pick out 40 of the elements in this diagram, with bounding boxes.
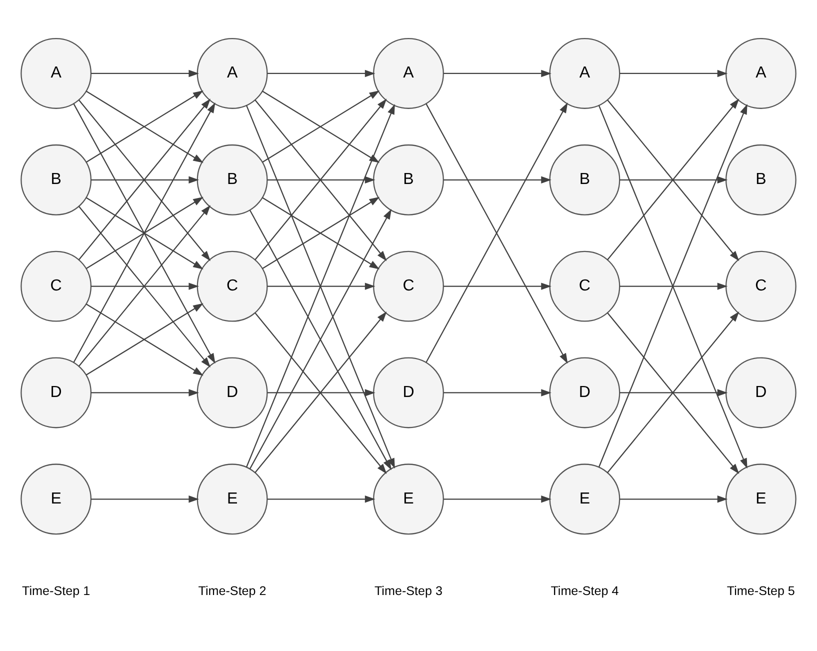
arrow	[267, 176, 376, 184]
label: Time-Step 5	[726, 584, 795, 598]
node-circle: C	[20, 250, 92, 322]
arrow	[444, 282, 552, 290]
node-circle: B	[20, 144, 92, 216]
label: Time-Step 1	[22, 584, 90, 598]
arrow	[444, 389, 552, 396]
arrow	[444, 496, 552, 503]
arrow	[91, 176, 200, 184]
arrow	[444, 70, 552, 78]
node-circle: D	[20, 357, 92, 428]
arrow	[620, 496, 728, 503]
node-circle: D	[373, 357, 444, 428]
arrow	[267, 496, 376, 503]
arrow	[91, 282, 200, 290]
node-circle: A	[20, 38, 92, 109]
arrow	[91, 389, 200, 396]
arrow	[620, 282, 728, 290]
node-circle: C	[549, 250, 620, 322]
label: Time-Step 2	[198, 584, 266, 598]
node-circle: D	[725, 357, 796, 428]
arrow	[620, 70, 728, 78]
arrow	[444, 176, 552, 184]
arrow	[620, 176, 728, 184]
arrow	[267, 389, 376, 396]
node-circle: B	[549, 144, 620, 216]
node-circle: D	[549, 357, 620, 428]
arrow	[91, 70, 200, 78]
node-circle: E	[549, 464, 620, 535]
arrow	[91, 496, 200, 503]
label: Time-Step 3	[374, 584, 443, 598]
node-circle: B	[725, 144, 796, 216]
node-circle: E	[196, 464, 268, 535]
arrow	[267, 282, 376, 290]
node-circle: E	[20, 464, 92, 535]
arrow	[267, 70, 376, 78]
node-circle: A	[549, 38, 620, 109]
label: Time-Step 4	[550, 584, 619, 598]
arrow	[620, 389, 728, 396]
node-circle: B	[373, 144, 444, 216]
